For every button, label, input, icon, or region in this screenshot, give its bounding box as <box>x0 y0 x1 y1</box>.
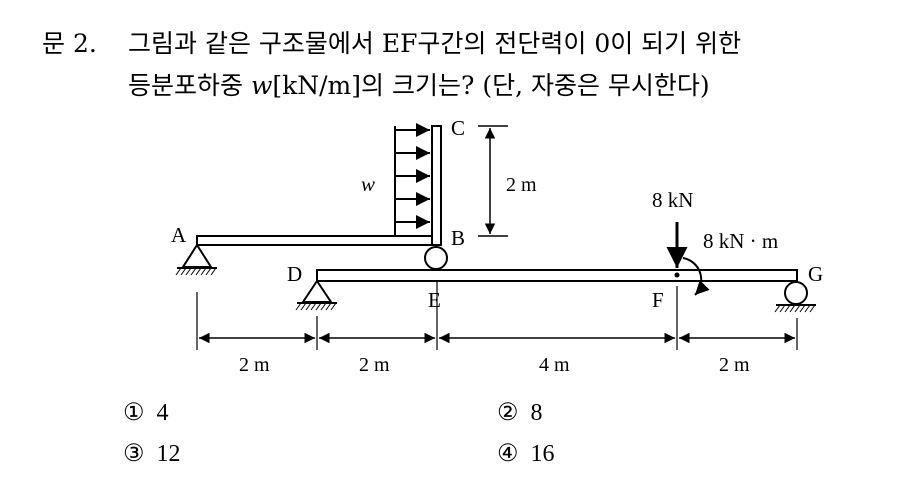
label-f: F <box>652 288 664 312</box>
point-load-label: 8 kN <box>652 188 693 212</box>
question-line-2: 등분포하중 w[kN/m]의 크기는? (단, 자중은 무시한다) <box>128 66 710 102</box>
moment-arrow <box>682 257 710 296</box>
option-1-mark: ① <box>123 400 145 426</box>
height-dimension <box>478 125 508 237</box>
span-dim-de: 2 m <box>359 354 390 376</box>
option-3-value: 12 <box>156 441 181 467</box>
moment-label: 8 kN · m <box>703 229 778 253</box>
column-bc <box>431 125 442 246</box>
option-2-mark: ② <box>497 400 519 426</box>
option-4[interactable]: ④ 16 <box>497 439 555 468</box>
question-line-1: 문 2. 그림과 같은 구조물에서 EF구간의 전단력이 0이 되기 위한 <box>42 24 741 60</box>
option-4-mark: ④ <box>497 441 519 467</box>
question-text-2b: [kN/m]의 크기는? (단, 자중은 무시한다) <box>272 71 710 100</box>
load-label-w: w <box>361 172 375 196</box>
label-e: E <box>428 288 441 312</box>
beam-ab <box>196 235 442 246</box>
label-c: C <box>451 116 465 140</box>
span-dim-ad: 2 m <box>239 354 270 376</box>
label-a: A <box>171 223 187 247</box>
label-d: D <box>287 262 302 286</box>
option-2-value: 8 <box>530 400 543 426</box>
question-text-1: 그림과 같은 구조물에서 EF구간의 전단력이 0이 되기 위한 <box>128 29 742 58</box>
option-3-mark: ③ <box>123 441 145 467</box>
span-dim-fg: 2 m <box>719 354 750 376</box>
span-dimensions <box>196 282 798 350</box>
label-b: B <box>451 226 465 250</box>
option-1-value: 4 <box>156 400 169 426</box>
span-dim-ef: 4 m <box>539 354 570 376</box>
pin-support-a <box>175 243 217 276</box>
option-3[interactable]: ③ 12 <box>123 439 181 468</box>
question-variable-w: w <box>250 71 273 100</box>
option-2[interactable]: ② 8 <box>497 398 543 427</box>
label-g: G <box>808 262 823 286</box>
hinge-roller-b <box>424 246 448 270</box>
question-number: 문 2. <box>42 29 97 58</box>
option-4-value: 16 <box>530 441 555 467</box>
pin-support-d <box>295 279 337 311</box>
load-point-f <box>674 272 680 278</box>
roller-support-g <box>774 281 816 313</box>
option-1[interactable]: ① 4 <box>123 398 169 427</box>
height-dim-label: 2 m <box>506 174 537 196</box>
beam-dg <box>316 269 798 282</box>
distributed-load-w <box>394 123 430 236</box>
question-text-2a: 등분포하중 <box>128 71 251 100</box>
